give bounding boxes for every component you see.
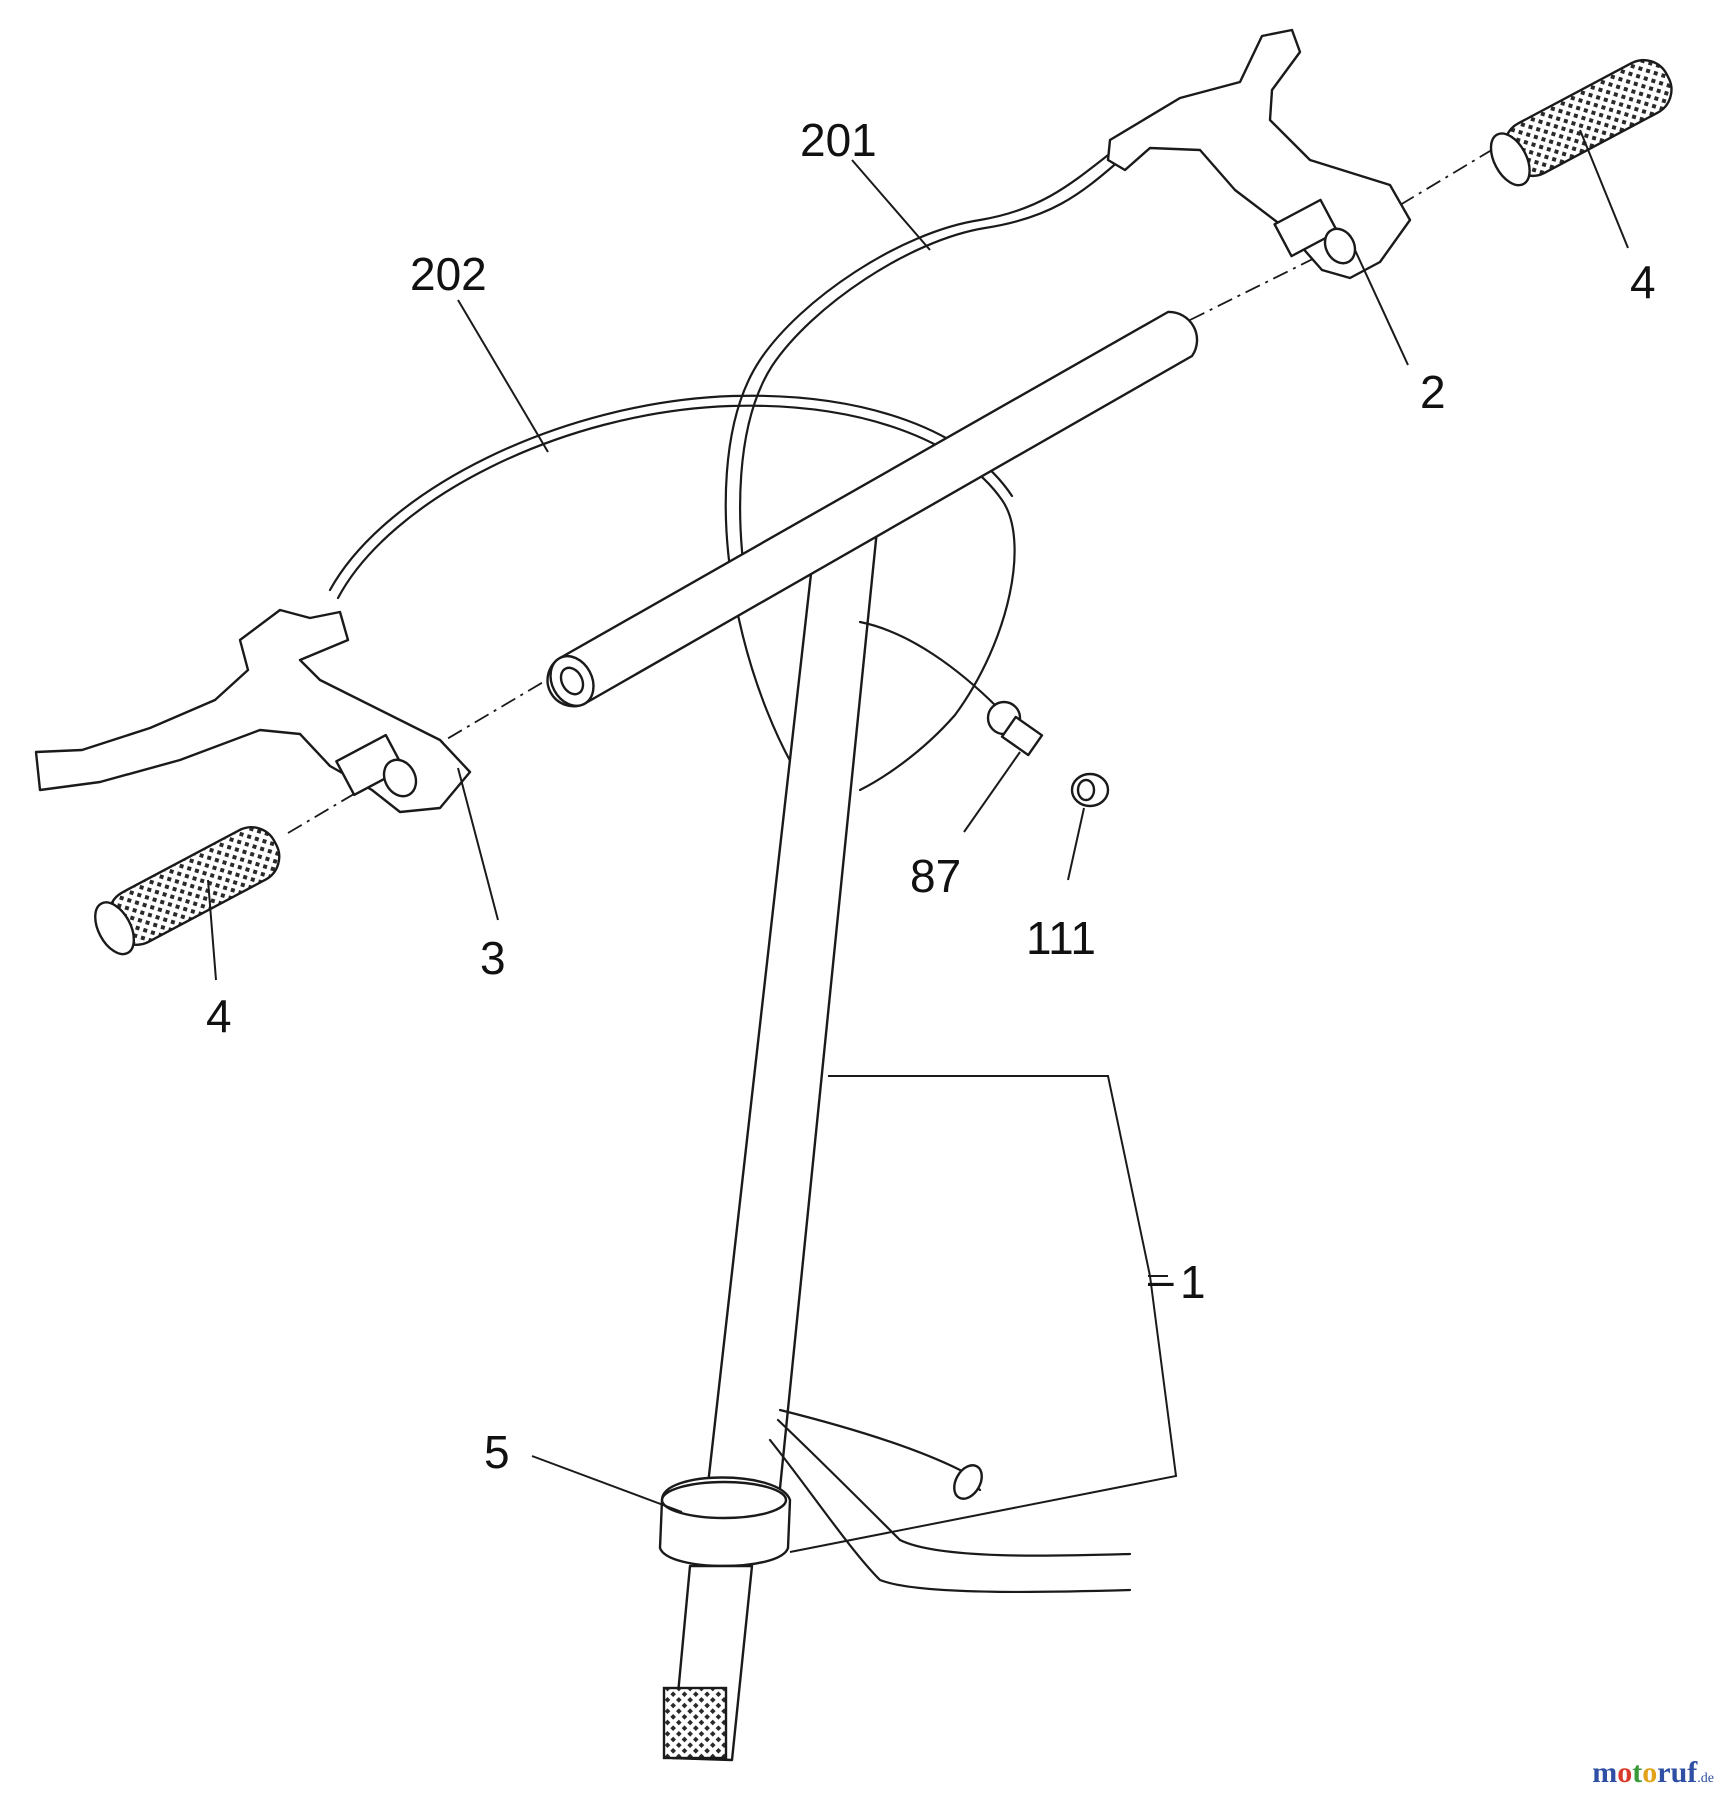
lower-wire-plug <box>953 1464 983 1500</box>
assembly-axis-left <box>287 680 546 834</box>
crossbar-tube <box>546 310 1199 708</box>
leader-87 <box>963 751 1021 833</box>
lower-wire-3 <box>778 1408 982 1492</box>
lever-left-bore <box>382 758 418 798</box>
label-201: 201 <box>800 114 877 166</box>
label-5: 5 <box>484 1426 510 1478</box>
wm-de: .de <box>1697 1771 1714 1786</box>
cap-111-inner <box>1076 778 1096 802</box>
lever-left-bracket <box>335 733 405 797</box>
wm-u: u <box>1670 1756 1688 1789</box>
clamp-collar-top <box>660 1480 788 1520</box>
crossbar-end-left-inner <box>559 666 585 696</box>
label-4-left: 4 <box>206 990 232 1042</box>
throttle-cable <box>858 620 1000 710</box>
label-3: 3 <box>480 932 506 984</box>
leader-5 <box>531 1455 683 1513</box>
wm-o2: o <box>1642 1756 1658 1789</box>
cable-201 <box>724 150 1114 792</box>
leader-4-right <box>1579 129 1629 249</box>
leader-202 <box>457 299 549 453</box>
wm-t: t <box>1632 1756 1643 1789</box>
lever-right <box>1106 28 1412 280</box>
leader-3 <box>457 767 499 921</box>
label-4-right: 4 <box>1630 256 1656 308</box>
label-111: 111 <box>1026 912 1096 964</box>
wm-m: m <box>1592 1756 1618 1789</box>
connector-87 <box>1000 715 1044 757</box>
wm-f: f <box>1687 1756 1698 1789</box>
grip-right <box>1489 58 1673 187</box>
tube-thread <box>662 1686 728 1760</box>
leader-1-bracket <box>789 1075 1178 1553</box>
leader-201 <box>851 159 931 251</box>
leader-2 <box>1354 249 1409 366</box>
cable-201-outer <box>739 158 1122 600</box>
label-87: 87 <box>910 850 961 902</box>
label-2: 2 <box>1420 366 1446 418</box>
grip-left <box>94 826 281 956</box>
leader-111 <box>1067 807 1085 881</box>
wm-o1: o <box>1617 1756 1633 1789</box>
lever-right-bore <box>1323 227 1357 265</box>
label-1-prefix: – <box>1148 1254 1174 1306</box>
lever-right-bracket <box>1273 198 1339 258</box>
assembly-axis-right-lower <box>1189 247 1336 321</box>
wm-r: r <box>1657 1756 1671 1789</box>
lower-wire-2 <box>768 1438 1132 1594</box>
label-202: 202 <box>410 248 487 300</box>
leader-4-left <box>207 879 217 981</box>
lower-wire-1 <box>776 1418 1132 1557</box>
handlebar-tube <box>704 510 880 1510</box>
watermark-logo: motoruf.de <box>1592 1756 1714 1790</box>
label-1: 1 <box>1180 1256 1206 1308</box>
assembly-axis-right-upper <box>1399 147 1496 206</box>
